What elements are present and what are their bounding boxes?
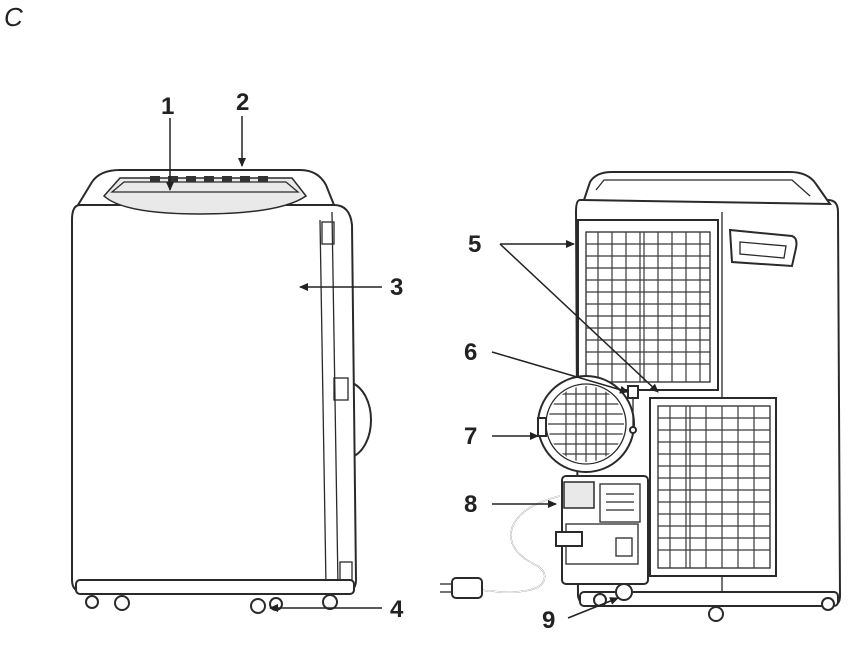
callout-3: 3 (390, 274, 403, 301)
front-casters (85, 594, 338, 614)
rear-lower-panel (555, 475, 649, 585)
callout-numbers: 1 2 3 4 5 6 7 8 9 (161, 89, 555, 634)
section-letter: C (4, 2, 23, 32)
power-plug (451, 577, 483, 599)
control-buttons (150, 176, 268, 182)
drain-outlet (615, 583, 633, 601)
rear-view (440, 171, 842, 622)
front-body (71, 204, 358, 593)
rear-base (579, 591, 839, 607)
callout-6: 6 (464, 339, 477, 366)
upper-filter-grill (577, 219, 719, 391)
rating-label (599, 483, 641, 523)
exhaust-outlet (537, 375, 635, 473)
callout-5: 5 (468, 231, 481, 258)
rear-top-housing (582, 171, 832, 206)
rear-casters (593, 583, 835, 622)
callout-2: 2 (236, 89, 249, 116)
callout-1: 1 (161, 93, 174, 120)
lower-filter-grill (649, 397, 777, 577)
front-base (75, 579, 355, 595)
callout-8: 8 (464, 491, 477, 518)
side-handle (321, 221, 335, 245)
leader-lines (166, 116, 659, 619)
cord-socket (563, 481, 595, 509)
drain-plug (627, 385, 639, 434)
side-clip (333, 377, 349, 401)
callout-9: 9 (542, 607, 555, 634)
front-view (71, 169, 372, 614)
control-panel (102, 177, 308, 215)
callout-4: 4 (390, 596, 404, 623)
power-cord (440, 495, 561, 599)
callout-7: 7 (464, 423, 477, 450)
